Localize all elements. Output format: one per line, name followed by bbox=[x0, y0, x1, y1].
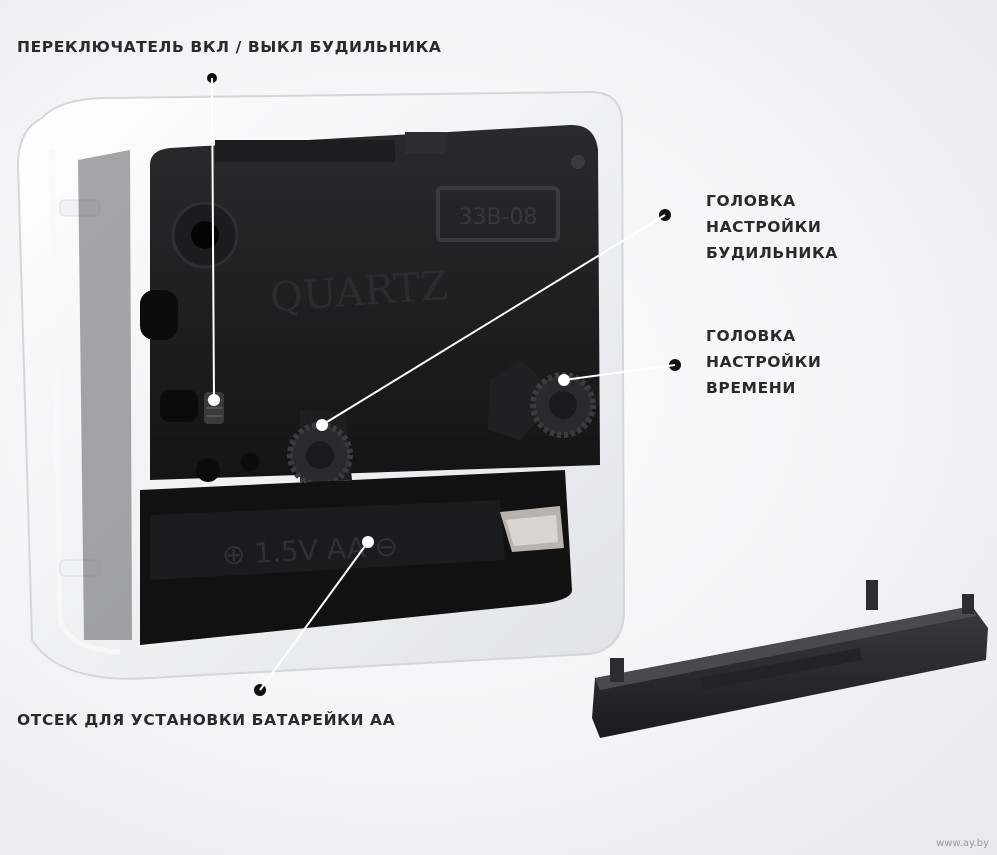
label-alarm-setting-knob: Головка настройки будильника bbox=[706, 188, 838, 266]
quartz-mechanism: 33B-08 QUARTZ ⊕ 1.5V AA ⊖ bbox=[140, 124, 600, 645]
callout-alarm-knob bbox=[316, 209, 671, 431]
callout-switch bbox=[207, 73, 220, 406]
battery-cover bbox=[592, 580, 988, 738]
label-line: Головка bbox=[706, 327, 796, 345]
label-line: времени bbox=[706, 379, 796, 397]
alarm-setting-knob bbox=[287, 410, 353, 488]
watermark: www.ay.by bbox=[936, 838, 989, 849]
label-alarm-switch: Переключатель вкл / выкл будильника bbox=[17, 38, 442, 56]
label-time-setting-knob: Головка настройки времени bbox=[706, 323, 821, 401]
mechanism-model: 33B-08 bbox=[458, 205, 537, 230]
label-line: настройки bbox=[706, 353, 822, 371]
label-line: Головка bbox=[706, 192, 796, 210]
label-line: настройки bbox=[706, 218, 822, 236]
callout-battery bbox=[254, 536, 374, 696]
label-line: будильника bbox=[706, 244, 838, 262]
time-setting-knob bbox=[488, 360, 596, 440]
callout-time-knob bbox=[558, 359, 681, 386]
label-battery-compartment: Отсек для установки батарейки АА bbox=[17, 711, 396, 729]
